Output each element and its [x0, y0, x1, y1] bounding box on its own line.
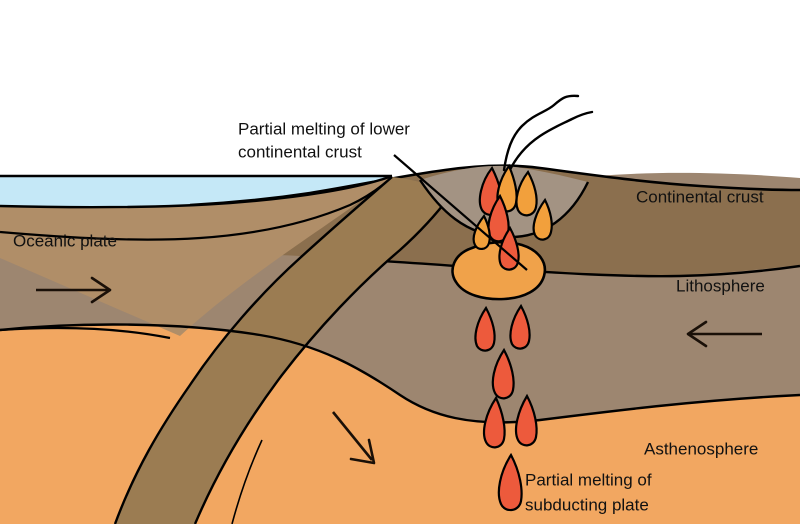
arrow-oceanic-plate-motion	[36, 276, 112, 304]
magma-droplet-red	[482, 395, 506, 449]
continental-crust-base-outline	[329, 256, 800, 278]
magma-droplet-cluster-volcano	[472, 163, 553, 271]
ocean-water	[0, 176, 390, 208]
magma-droplet-orange	[532, 197, 553, 241]
magma-droplet-orange	[472, 213, 491, 250]
label-partial-melting-crust-line2: continental crust	[238, 142, 362, 161]
magma-droplet-red	[497, 452, 523, 512]
label-continental-crust: Continental crust	[636, 187, 764, 206]
magma-droplet-orange	[515, 169, 538, 217]
magma-droplet-red	[474, 305, 496, 352]
subducting-slab-right-edge	[193, 195, 451, 524]
magma-droplet-cluster-slab	[482, 393, 538, 512]
magma-droplet-red	[491, 347, 515, 400]
oceanic-crust-lower-boundary	[0, 176, 393, 241]
oceanic-plate-top-line	[0, 174, 393, 209]
magma-chamber	[451, 240, 547, 301]
smoke-plume-right	[506, 110, 594, 176]
lithosphere-asthenosphere-boundary	[0, 323, 800, 424]
leader-line-crust-melting	[393, 154, 528, 271]
magma-droplet-red	[514, 393, 538, 447]
label-lithosphere: Lithosphere	[676, 276, 765, 295]
magma-droplet-red	[509, 303, 531, 350]
subducting-slab	[115, 177, 450, 524]
arrow-subduction-direction	[331, 411, 376, 465]
oceanic-plate-upper	[0, 176, 392, 336]
label-partial-melting-slab-line1: Partial melting of	[525, 470, 652, 489]
label-partial-melting-crust-line1: Partial melting of lower	[238, 119, 410, 138]
magma-droplet-red	[487, 193, 510, 243]
continental-crust-outline	[189, 164, 800, 207]
label-oceanic-plate: Oceanic plate	[13, 231, 117, 250]
label-asthenosphere: Asthenosphere	[644, 439, 758, 458]
oceanic-lithosphere-base	[0, 326, 171, 340]
arrow-continental-plate-motion	[686, 320, 762, 348]
subducting-slab-left-edge	[113, 176, 393, 524]
magma-droplet-cluster-mantle	[474, 303, 531, 400]
smoke-plume-left	[502, 94, 580, 172]
label-partial-melting-slab-line2: subducting plate	[525, 495, 649, 514]
subducting-slab-divider	[231, 439, 263, 524]
